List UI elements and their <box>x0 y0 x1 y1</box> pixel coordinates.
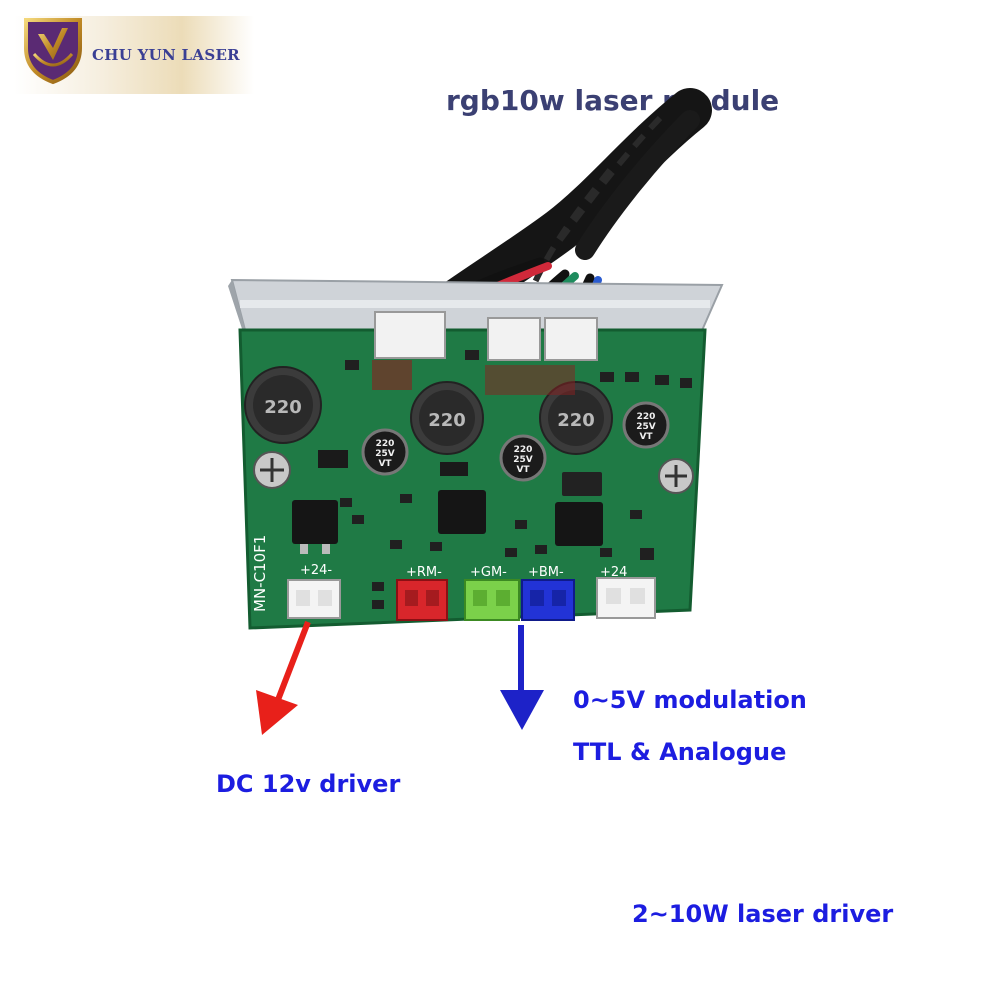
svg-text:25V: 25V <box>375 449 395 459</box>
aluminium-plate <box>228 278 724 338</box>
dc-driver-caption: DC 12v driver <box>216 770 401 798</box>
inductor-3: 220 <box>539 381 613 455</box>
label-red-mod: +RM- <box>406 565 442 580</box>
svg-text:220: 220 <box>514 445 533 455</box>
red-mod-connector <box>396 579 448 621</box>
svg-text:25V: 25V <box>513 455 533 465</box>
svg-text:VT: VT <box>516 465 530 475</box>
capacitor-1: 220 25V VT <box>361 428 409 476</box>
modulation-caption: 0~5V modulation <box>573 686 807 714</box>
pcb: 220 220 220 220 25V VT 220 25V VT 220 <box>238 311 707 630</box>
svg-text:220: 220 <box>264 397 302 418</box>
brand-name: CHU YUN LASER <box>92 46 240 64</box>
svg-text:220: 220 <box>376 439 395 449</box>
label-blue-mod: +BM- <box>528 565 564 580</box>
svg-text:VT: VT <box>639 432 653 442</box>
green-mod-connector <box>464 579 520 621</box>
svg-text:220: 220 <box>557 410 595 431</box>
svg-text:25V: 25V <box>636 422 656 432</box>
board-model-label: MN-C10F1 <box>251 535 269 612</box>
capacitor-2: 220 25V VT <box>499 434 547 482</box>
label-green-mod: +GM- <box>470 565 507 580</box>
page-title: rgb10w laser module <box>446 84 780 117</box>
red-arrow-icon <box>256 620 311 735</box>
label-power-left: +24- <box>300 563 332 578</box>
power-connector-left <box>287 579 341 619</box>
blue-mod-connector <box>521 579 575 621</box>
inductor-1: 220 <box>244 366 322 444</box>
inductor-2: 220 <box>410 381 484 455</box>
svg-text:220: 220 <box>637 412 656 422</box>
power-connector-right <box>596 577 656 619</box>
label-power-right: +24 <box>600 565 627 580</box>
ttl-analogue-caption: TTL & Analogue <box>573 738 787 766</box>
power-range-caption: 2~10W laser driver <box>632 900 894 928</box>
svg-text:VT: VT <box>378 459 392 469</box>
capacitor-3: 220 25V VT <box>622 401 670 449</box>
logo-emblem-icon <box>24 18 82 85</box>
blue-arrow-icon <box>500 625 544 730</box>
svg-text:220: 220 <box>428 410 466 431</box>
